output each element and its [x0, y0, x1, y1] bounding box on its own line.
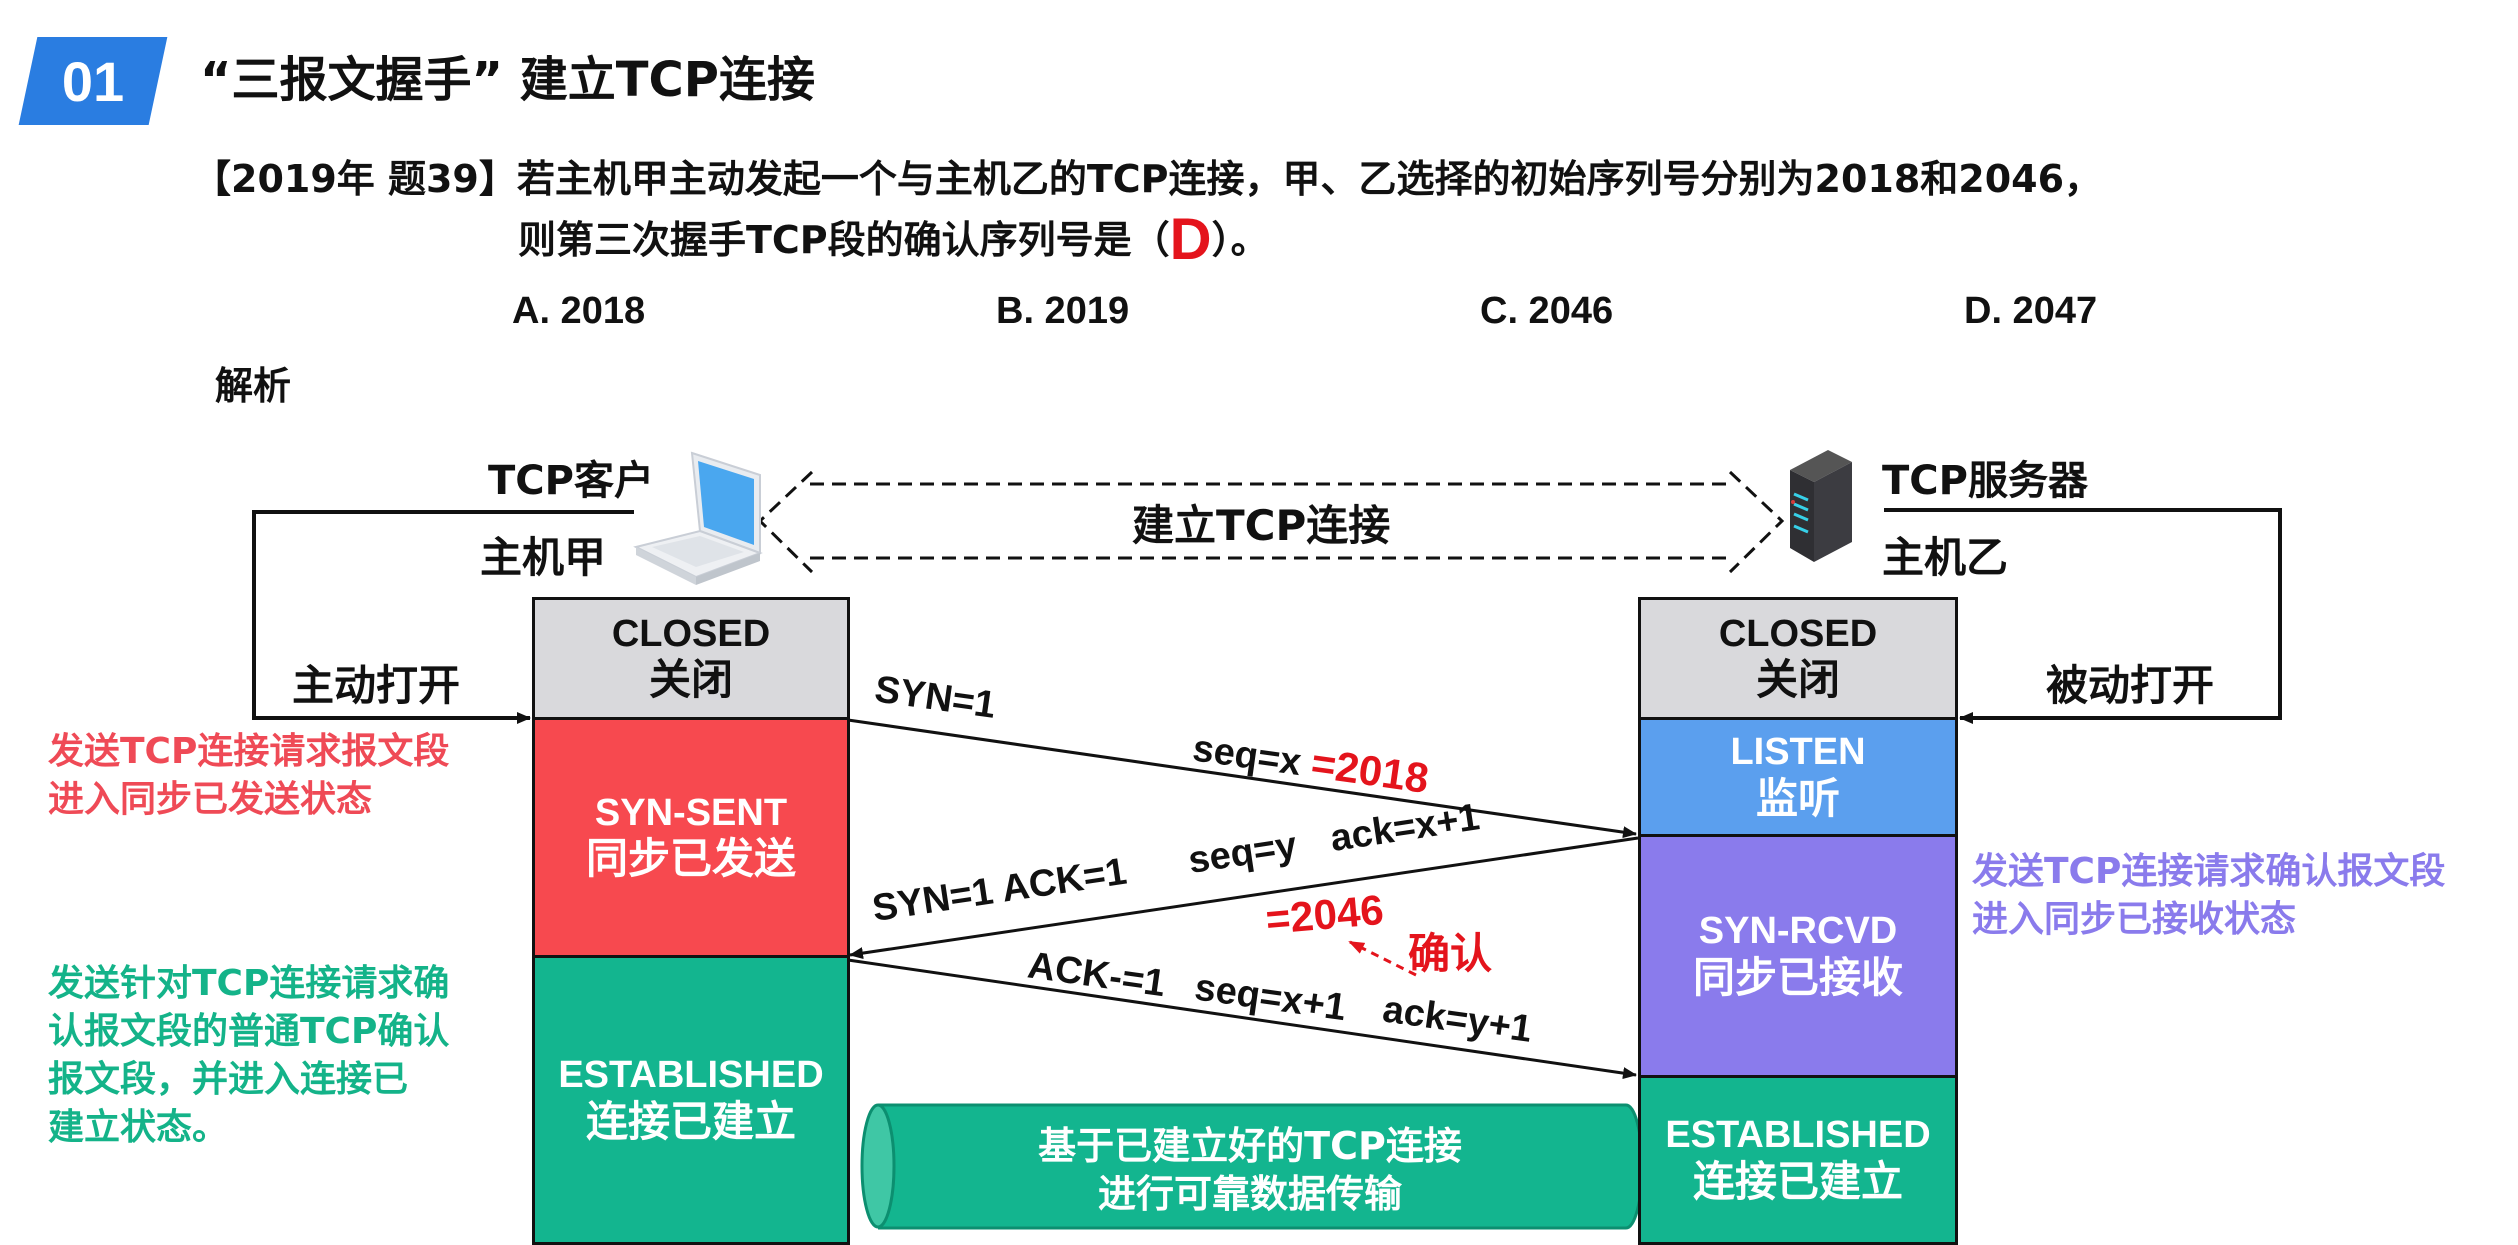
state-name-en: CLOSED: [1718, 612, 1878, 655]
option-a: A. 2018: [512, 290, 646, 332]
client-host-label: 主机甲: [480, 533, 607, 582]
server-icon: [1790, 450, 1852, 562]
data-pipe-line-1: 基于已建立好的TCP连接: [1038, 1124, 1462, 1168]
state-name-en: ESTABLISHED: [558, 1054, 824, 1096]
state-name-zh: 同步已发送: [585, 834, 796, 884]
server-state-closed: CLOSED 关闭: [1638, 597, 1958, 720]
state-name-zh: 同步已接收: [1692, 952, 1903, 1002]
client-role-label: TCP客户: [488, 458, 654, 504]
client-state-closed: CLOSED 关闭: [532, 597, 850, 720]
client-state-syn-sent: SYN-SENT 同步已发送: [532, 717, 850, 958]
server-syn-note: 发送TCP连接请求确认报文段 进入同步已接收状态: [1972, 851, 2446, 940]
client-syn-note: 发送TCP连接请求报文段 进入同步已发送状态: [48, 731, 450, 820]
answer-letter: D: [1169, 207, 1212, 272]
data-transfer-pipe: [860, 1103, 1644, 1230]
server-state-established: ESTABLISHED 连接已建立: [1638, 1075, 1958, 1245]
connection-label: 建立TCP连接: [1132, 501, 1391, 550]
state-name-zh: 连接已建立: [585, 1096, 796, 1146]
state-name-zh: 监听: [1755, 773, 1840, 823]
state-name-zh: 连接已建立: [1692, 1156, 1903, 1206]
page-title: “三报文握手” 建立TCP连接: [200, 52, 815, 108]
data-pipe-line-2: 进行可靠数据传输: [1097, 1172, 1402, 1216]
question-text-3: ）。: [1211, 218, 1269, 262]
passive-open-line: [1884, 508, 2282, 724]
state-name-en: SYN-RCVD: [1698, 910, 1898, 952]
server-role-label: TCP服务器: [1882, 458, 2088, 504]
client-established-note: 发送针对TCP连接请求确 认报文段的普通TCP确认 报文段，并进入连接已 建立状…: [48, 963, 450, 1148]
passive-open-label: 被动打开: [2046, 661, 2215, 710]
client-state-established: ESTABLISHED 连接已建立: [532, 955, 850, 1245]
question-line-2: 则第三次握手TCP段的确认序列号是（D）。: [518, 211, 1269, 269]
question-source: 【2019年 题39】: [193, 157, 517, 201]
data-pipe-text: 基于已建立好的TCP连接 进行可靠数据传输: [880, 1110, 1620, 1230]
active-open-label: 主动打开: [292, 661, 461, 710]
section-number: 01: [61, 50, 125, 113]
server-state-listen: LISTEN 监听: [1638, 717, 1958, 837]
segment-1-arrow: [847, 718, 1637, 839]
segment-3-arrow: [847, 958, 1637, 1080]
state-name-en: LISTEN: [1730, 731, 1866, 773]
server-host-label: 主机乙: [1882, 533, 2009, 582]
state-name-en: SYN-SENT: [594, 791, 788, 834]
laptop-icon: [633, 451, 763, 585]
option-c: C. 2046: [1480, 290, 1614, 332]
segment-2-arrow: [849, 836, 1639, 960]
confirm-pointer: [1348, 940, 1417, 977]
state-name-zh: 关闭: [648, 655, 733, 705]
active-open-line: [252, 510, 634, 724]
analysis-heading: 解析: [215, 364, 292, 408]
question-text: 若主机甲主动发起一个与主机乙的TCP连接，甲、乙选择的初始序列号分别为2018和…: [516, 157, 2103, 201]
state-name-en: ESTABLISHED: [1665, 1114, 1931, 1156]
seg2-seq-value: =2046: [1263, 885, 1386, 944]
question-line-1: 【2019年 题39】若主机甲主动发起一个与主机乙的TCP连接，甲、乙选择的初始…: [193, 152, 2102, 206]
question-text-2: 则第三次握手TCP段的确认序列号是（: [518, 218, 1170, 262]
state-name-en: CLOSED: [611, 612, 771, 655]
state-name-zh: 关闭: [1755, 655, 1840, 705]
server-state-syn-rcvd: SYN-RCVD 同步已接收: [1638, 834, 1958, 1078]
confirm-annotation: 确认: [1408, 929, 1493, 978]
option-b: B. 2019: [996, 290, 1130, 332]
option-d: D. 2047: [1964, 290, 2098, 332]
